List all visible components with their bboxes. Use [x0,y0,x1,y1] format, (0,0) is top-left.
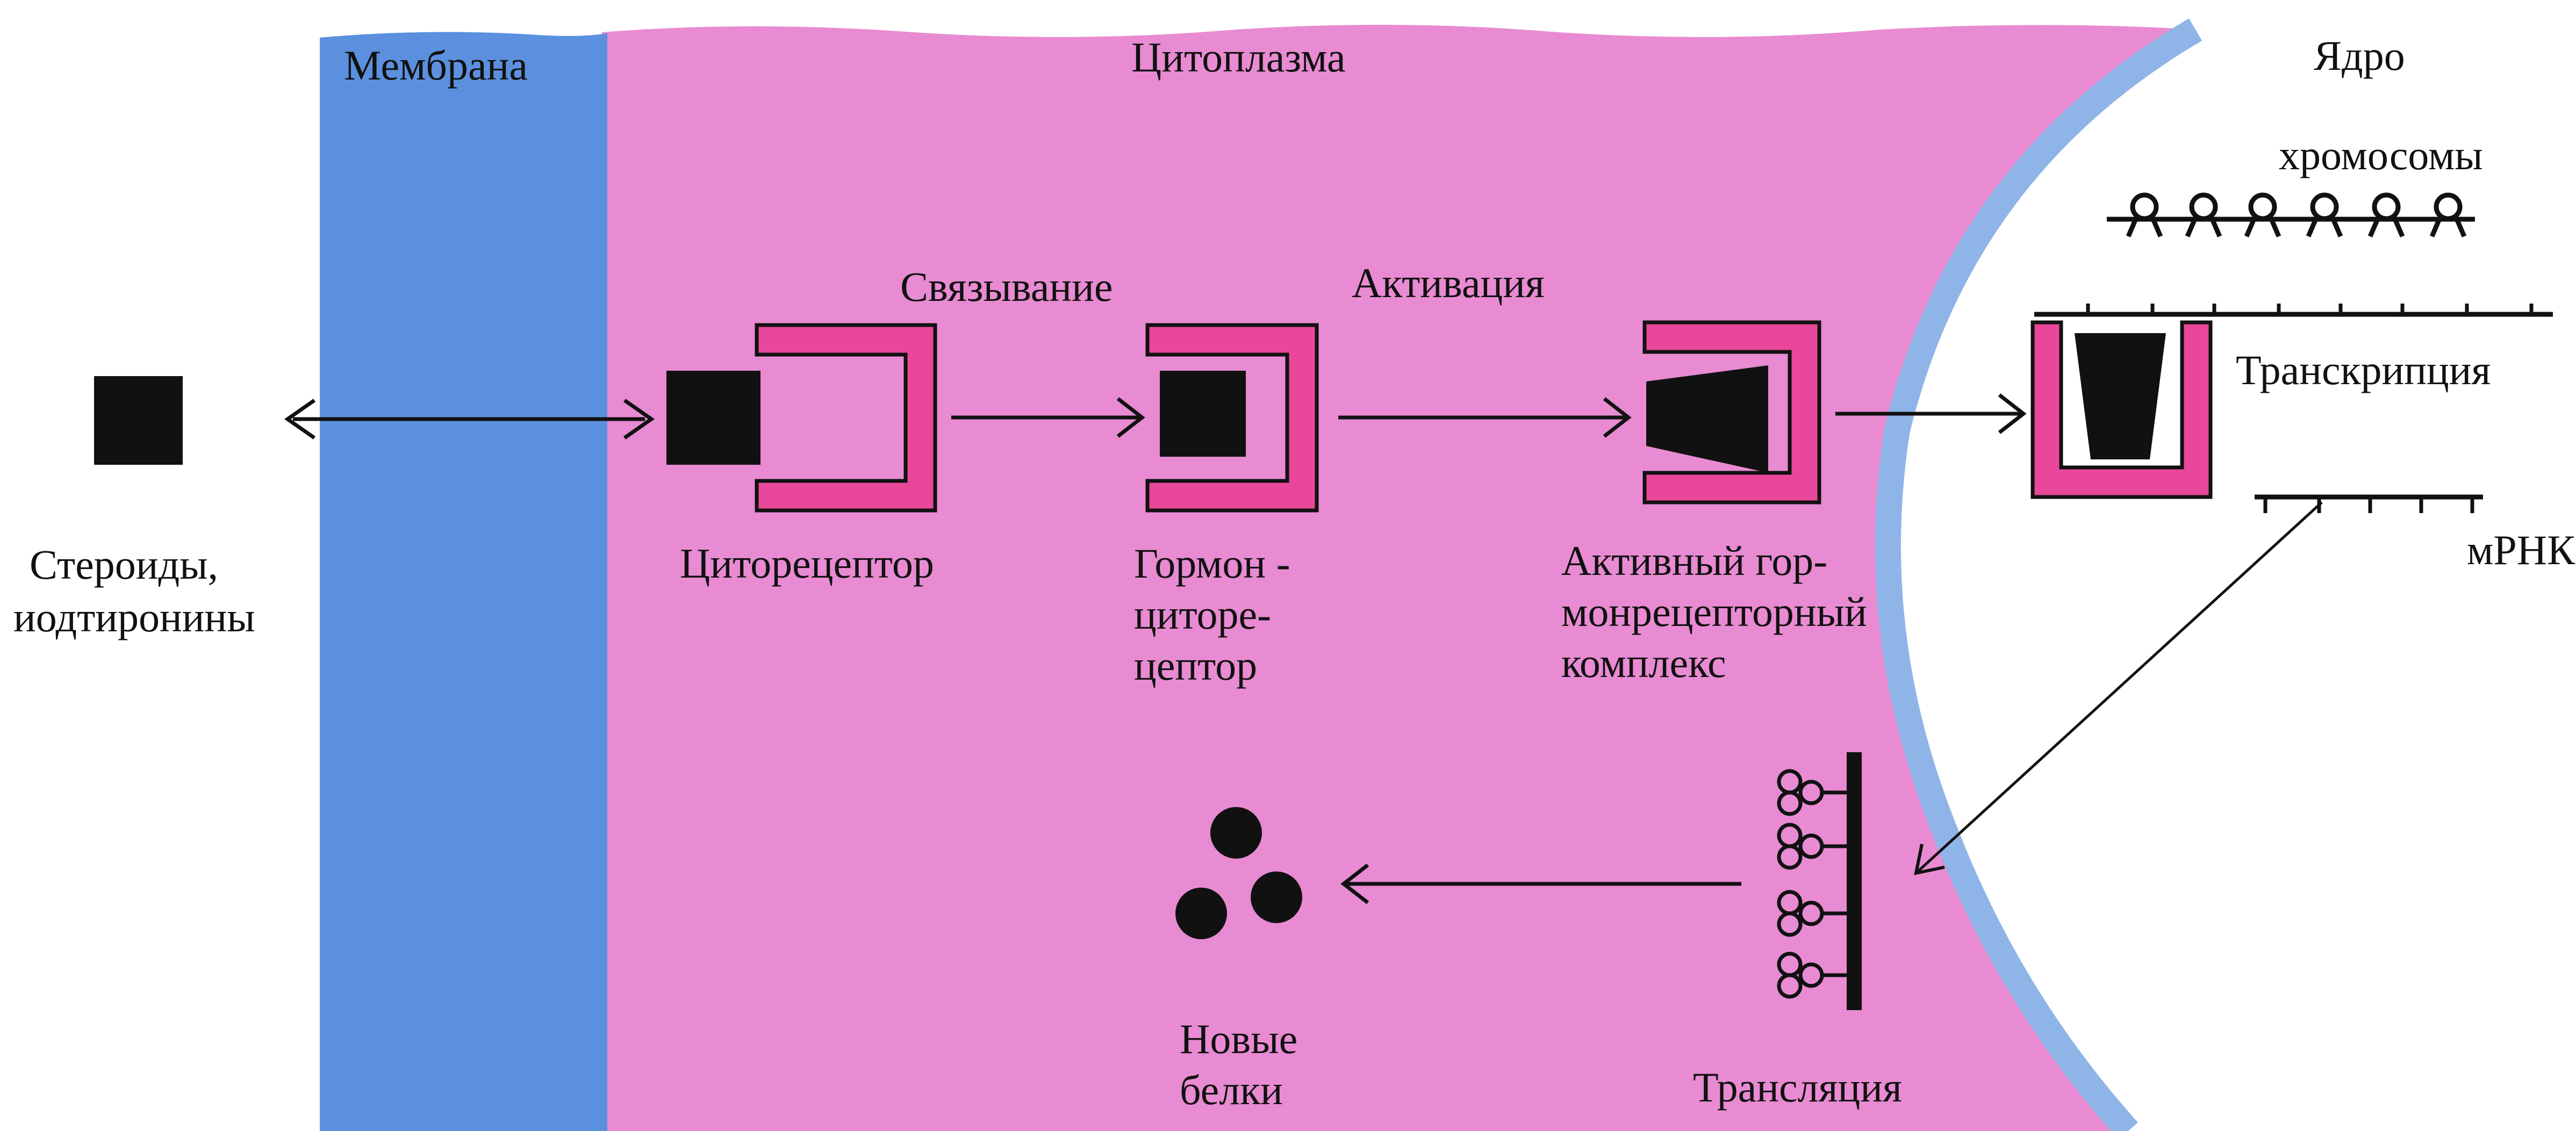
hormone-square-icon [1160,371,1246,457]
ribosomes [1777,769,1848,999]
ribosome-icon [1777,769,1848,816]
cytoplasm-region [602,25,2195,1131]
nucleus-title: Ядро [2314,32,2405,79]
arrow-head [1914,844,1945,875]
new-proteins-label-line2: белки [1180,1067,1283,1113]
protein-dot-icon [1210,807,1262,859]
transcription-label: Транскрипция [2236,347,2491,393]
steroids-label-line2: иодтиронины [13,594,255,640]
chromosome-loops [2126,192,2467,237]
arrow-head-right [623,399,655,440]
chromosome-loop-icon [2244,192,2281,237]
cytoreceptor-label: Циторецептор [680,540,934,587]
hormone-receptor-label-line1: Гормон - [1134,540,1290,587]
chromosome-loop-icon [2185,192,2222,237]
active-complex-icon [2075,333,2166,459]
membrane-title: Мембрана [344,42,528,89]
ribosome-icon [1777,890,1848,937]
receptor-bracket-icon [755,323,937,513]
activation-label: Активация [1352,260,1545,306]
mrna-label: мРНК [2467,527,2575,573]
arrow-head [1116,397,1145,438]
dna-ticks [2086,304,2534,314]
active-complex-icon [1646,365,1768,473]
active-complex-label-line3: комплекс [1561,639,1726,686]
hormone-receptor-label-line2: циторе- [1134,591,1271,638]
cytoplasm-title: Цитоплазма [1131,34,1346,81]
arrow-head [1998,393,2027,434]
receptor-bracket-icon [1145,323,1319,513]
ribosome-icon [1777,952,1848,999]
arrow-head [1340,863,1369,904]
chromosomes-label: хромосомы [2279,132,2483,178]
membrane-region [320,32,607,1131]
steroids-label-line1: Стероиды, [30,541,218,588]
active-complex-label-line2: монрецепторный [1561,588,1867,635]
translation-label: Трансляция [1693,1064,1902,1111]
nuclear-envelope [1875,18,2202,1131]
hormone-receptor-label-line3: цептор [1134,642,1257,689]
ribosome-icon [1777,823,1848,870]
arrow-head [1603,397,1632,438]
chromosome-loop-icon [2367,192,2405,237]
new-proteins-label-line1: Новые [1180,1015,1297,1062]
chromosome-loop-icon [2429,192,2467,237]
arrow-head-left [284,399,316,440]
hormone-square-icon [666,371,760,465]
binding-label: Связывание [900,263,1113,310]
receptor-bracket-icon [2030,320,2213,499]
protein-dot-icon [1251,871,1302,923]
receptor-bracket-icon [1642,320,1821,505]
chromosome-loop-icon [2306,192,2343,237]
hormone-square-icon [94,376,183,465]
protein-dot-icon [1175,888,1227,939]
mrna-export-arrow [1915,501,2323,874]
chromosome-loop-icon [2126,192,2163,237]
active-complex-label-line1: Активный гор- [1561,537,1827,584]
